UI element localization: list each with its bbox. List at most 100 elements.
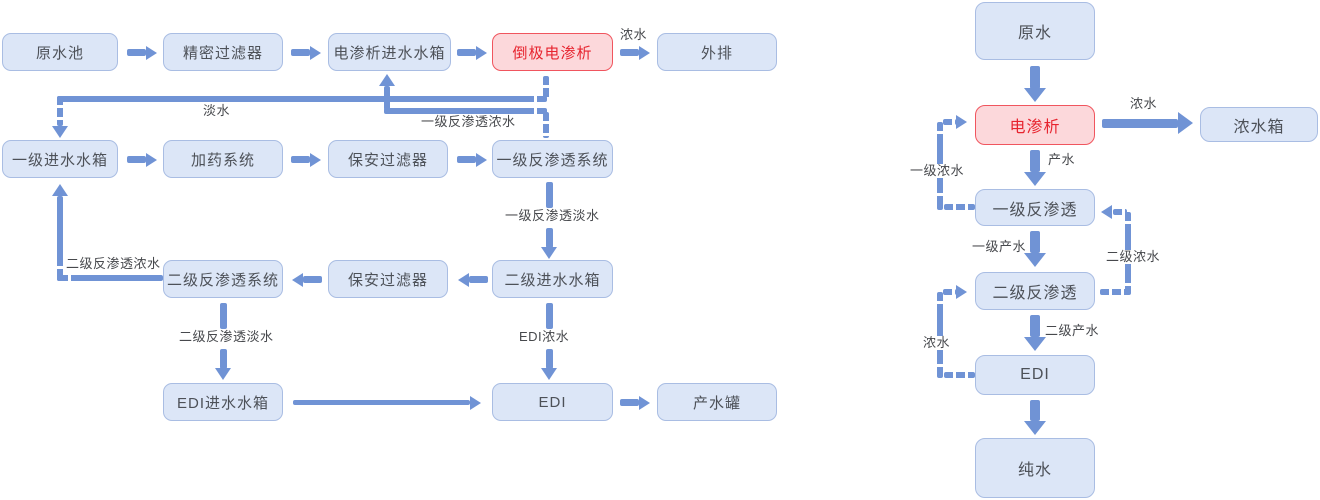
arrowhead-down-icon: [1024, 421, 1046, 435]
label-fresh-water: 淡水: [203, 103, 231, 118]
pipe-joint: [937, 131, 943, 134]
recycle-pipe-edi-concentrate: [943, 289, 956, 295]
recycle-pipe-edi-concentrate: [937, 292, 943, 378]
flow-arrow: [303, 276, 322, 283]
arrowhead-right-icon: [476, 153, 487, 167]
arrowhead-right-icon: [476, 46, 487, 60]
node-raw-water-pool: 原水池: [2, 33, 118, 71]
node-edi: EDI: [492, 383, 613, 421]
pipe-joint: [937, 364, 943, 367]
arrowhead-down-icon: [52, 126, 68, 138]
flow-arrow-long: [293, 400, 470, 405]
label-stage2-product: 二级产水: [1045, 323, 1100, 338]
flow-arrow: [291, 156, 310, 163]
connector-edi-concentrate: [546, 303, 553, 329]
label-ro2-permeate: 二级反渗透淡水: [179, 329, 274, 344]
label-concentrate: 浓水: [1130, 96, 1158, 111]
node-ro1: 一级反渗透: [975, 189, 1095, 226]
connector-ro1-permeate: [546, 182, 553, 208]
flow-arrow: [291, 49, 310, 56]
node-security-filter-1: 保安过滤器: [328, 140, 448, 178]
pipe-joint: [937, 193, 943, 196]
arrowhead-right-icon: [956, 115, 967, 129]
label-edi-concentrate: 浓水: [921, 335, 953, 350]
arrowhead-left-icon: [1101, 205, 1112, 219]
node-ro1-system: 一级反渗透系统: [492, 140, 613, 178]
recycle-pipe-ro2-concentrate: [57, 275, 163, 281]
flow-arrow: [1102, 119, 1178, 128]
label-ro1-concentrate: 一级反渗透浓水: [421, 114, 516, 129]
node-stage2-feed-tank: 二级进水水箱: [492, 260, 613, 298]
recycle-pipe-stage2-concentrate: [1100, 289, 1128, 295]
pipe-joint: [57, 266, 63, 269]
recycle-pipe-ro1-concentrate: [384, 86, 390, 110]
connector-ro1-permeate: [546, 228, 553, 248]
flow-arrow: [1030, 66, 1040, 89]
flow-arrow: [1030, 231, 1040, 253]
recycle-pipe-freshwater: [57, 96, 547, 102]
recycle-pipe-ro1-concentrate: [384, 108, 547, 114]
flow-arrow: [457, 49, 476, 56]
pipe-joint: [534, 96, 537, 102]
node-ed-highlighted: 电渗析: [975, 105, 1095, 145]
node-edr-highlighted: 倒极电渗析: [492, 33, 613, 71]
flow-arrow: [127, 156, 146, 163]
arrowhead-up-icon: [52, 184, 68, 196]
node-security-filter-2: 保安过滤器: [328, 260, 448, 298]
arrowhead-down-icon: [1024, 337, 1046, 351]
recycle-pipe-ro1-concentrate: [543, 112, 549, 138]
arrowhead-up-icon: [379, 74, 395, 86]
arrowhead-right-icon: [470, 396, 481, 410]
flow-arrow: [469, 276, 488, 283]
label-stage1-concentrate: 一级浓水: [908, 163, 967, 178]
node-edi-feed-tank: EDI进水水箱: [163, 383, 283, 421]
label-concentrate: 浓水: [620, 27, 648, 42]
arrowhead-down-icon: [541, 247, 557, 259]
pipe-joint: [1125, 283, 1131, 286]
node-outfall: 外排: [657, 33, 777, 71]
arrowhead-right-icon: [1178, 112, 1193, 134]
node-product-tank: 产水罐: [657, 383, 777, 421]
pipe-joint: [937, 301, 943, 304]
node-concentrate-tank: 浓水箱: [1200, 107, 1318, 142]
node-ed-feed-tank: 电渗析进水水箱: [328, 33, 451, 71]
recycle-pipe-ro2-concentrate: [57, 196, 63, 281]
label-ro2-concentrate: 二级反渗透浓水: [66, 256, 161, 271]
arrowhead-down-icon: [215, 368, 231, 380]
flow-arrow: [1030, 400, 1040, 421]
flow-arrow-concentrate: [620, 49, 639, 56]
node-ro2: 二级反渗透: [975, 272, 1095, 310]
recycle-pipe-freshwater: [57, 96, 63, 126]
label-ro1-permeate: 一级反渗透淡水: [505, 208, 600, 223]
arrowhead-right-icon: [146, 153, 157, 167]
node-pure-water: 纯水: [975, 438, 1095, 498]
recycle-pipe-stage1-concentrate: [943, 119, 956, 125]
node-precision-filter: 精密过滤器: [163, 33, 283, 71]
recycle-pipe-stage2-concentrate: [1113, 209, 1127, 215]
flow-arrow: [1030, 150, 1040, 172]
arrowhead-down-icon: [541, 368, 557, 380]
recycle-pipe-stage1-concentrate: [944, 204, 975, 210]
pipe-joint: [1125, 221, 1131, 224]
connector-ro2-permeate: [220, 303, 227, 329]
label-stage2-concentrate: 二级浓水: [1104, 249, 1163, 264]
arrowhead-down-icon: [1024, 88, 1046, 102]
arrowhead-left-icon: [458, 273, 469, 287]
recycle-pipe-freshwater: [543, 76, 549, 100]
arrowhead-down-icon: [1024, 172, 1046, 186]
node-raw-water: 原水: [975, 2, 1095, 60]
arrowhead-left-icon: [292, 273, 303, 287]
node-ro2-system: 二级反渗透系统: [163, 260, 283, 298]
arrowhead-right-icon: [146, 46, 157, 60]
flow-arrow: [127, 49, 146, 56]
flow-arrow: [457, 156, 476, 163]
pipe-joint: [534, 108, 537, 114]
label-stage1-product: 一级产水: [972, 239, 1027, 254]
node-edi: EDI: [975, 355, 1095, 395]
flow-arrow: [620, 399, 639, 406]
arrowhead-down-icon: [1024, 253, 1046, 267]
connector-ro2-permeate: [220, 349, 227, 369]
arrowhead-right-icon: [310, 46, 321, 60]
flow-arrow: [1030, 315, 1040, 337]
